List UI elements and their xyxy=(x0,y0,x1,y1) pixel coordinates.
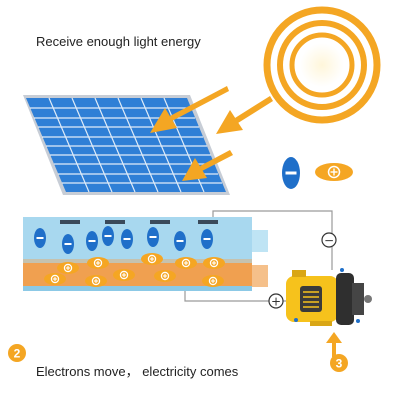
caption-electricity: Electrons move， electricity comes xyxy=(36,364,239,379)
motor-icon xyxy=(286,268,372,326)
up-arrow-icon xyxy=(326,332,342,357)
step-badge-3: 3 xyxy=(330,354,348,372)
svg-text:+: + xyxy=(271,295,281,309)
sun-icon xyxy=(263,6,381,124)
solar-cell-section xyxy=(23,217,268,291)
caption-receive-light: Receive enough light energy xyxy=(36,34,201,49)
svg-text:−: − xyxy=(324,234,334,248)
electron-icon xyxy=(282,157,300,189)
plus-terminal: + xyxy=(268,293,284,309)
light-arrow-icon xyxy=(182,150,233,181)
minus-terminal: − xyxy=(321,232,337,248)
light-arrow-icon xyxy=(150,86,229,133)
light-arrow-icon xyxy=(216,96,273,134)
step-badge-2: 2 xyxy=(8,344,26,362)
svg-text:2: 2 xyxy=(14,347,21,361)
hole-icon xyxy=(315,163,353,181)
solar-panel-icon xyxy=(23,95,230,195)
svg-text:3: 3 xyxy=(336,357,343,371)
